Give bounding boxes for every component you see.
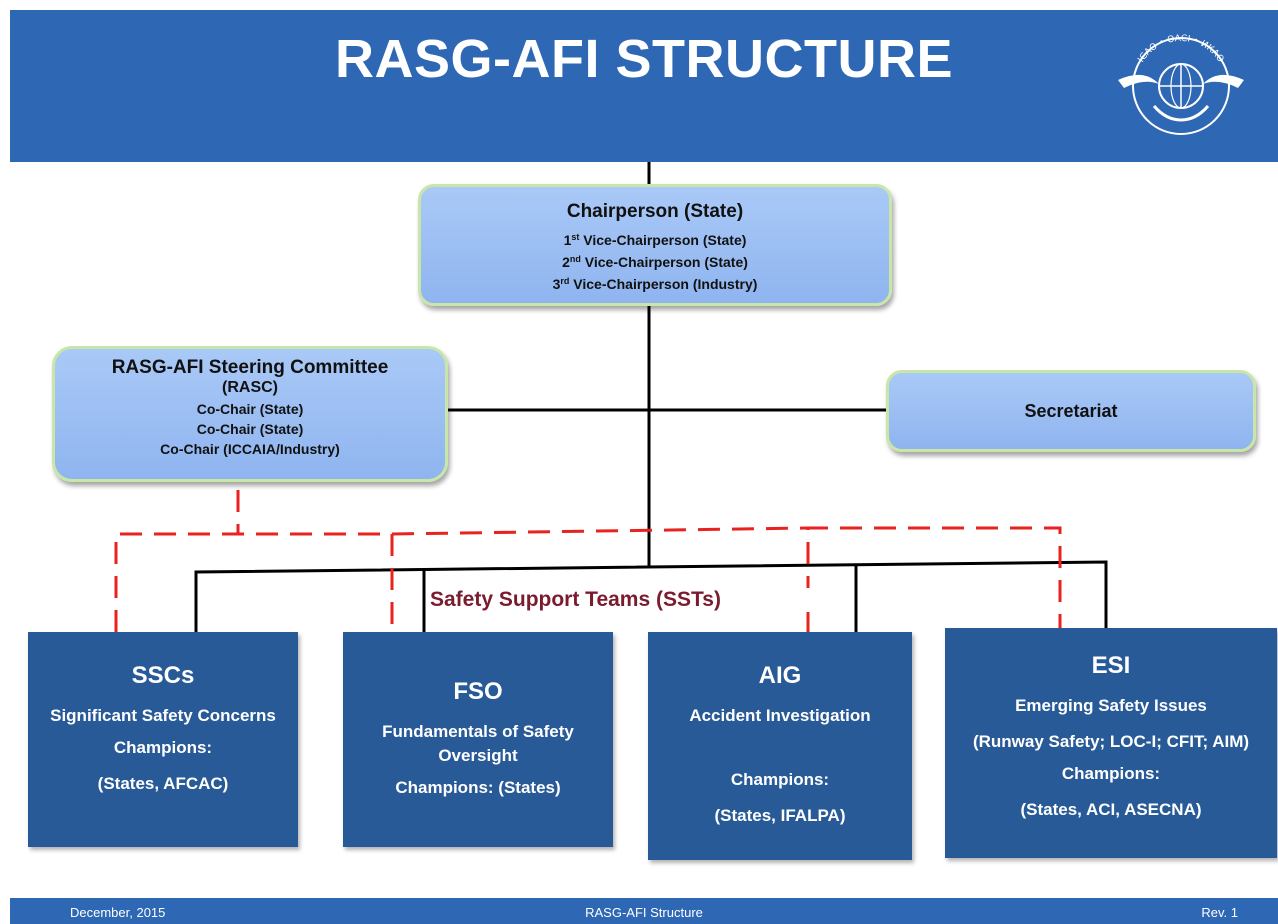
team-champions: Champions:	[1061, 764, 1161, 783]
team-box-esi: ESI Emerging Safety Issues (Runway Safet…	[945, 628, 1277, 858]
team-champions-list: (States, AFCAC)	[97, 774, 229, 793]
vice-chair-3: 3rd Vice-Chairperson (Industry)	[552, 276, 758, 292]
header-bar: RASG-AFI STRUCTURE ICAO • OACI • ИКАО	[10, 10, 1278, 162]
team-champions: Champions: (States)	[395, 778, 561, 797]
footer-title: RASG-AFI Structure	[585, 905, 703, 920]
co-chair-2: Co-Chair (State)	[196, 421, 304, 437]
team-title: Fundamentals of Safety Oversight	[382, 722, 574, 765]
team-champions: Champions:	[730, 770, 830, 789]
steering-committee-title: RASG-AFI Steering Committee	[111, 357, 389, 378]
secretariat-box: Secretariat	[886, 370, 1256, 452]
team-title: Emerging Safety Issues	[1015, 696, 1207, 715]
team-title: Significant Safety Concerns	[50, 706, 276, 725]
team-code: AIG	[758, 662, 802, 689]
connector-sst-bus	[194, 560, 1108, 632]
team-box-aig: AIG Accident Investigation Champions: (S…	[648, 632, 912, 860]
footer-revision: Rev. 1	[1201, 905, 1238, 920]
sst-label: Safety Support Teams (SSTs)	[430, 588, 810, 612]
co-chair-3: Co-Chair (ICCAIA/Industry)	[160, 441, 340, 457]
vice-chair-1: 1st Vice-Chairperson (State)	[563, 232, 747, 248]
vice-chair-2: 2nd Vice-Chairperson (State)	[562, 254, 748, 270]
team-box-fso: FSO Fundamentals of Safety Oversight Cha…	[343, 632, 613, 847]
team-box-sscs: SSCs Significant Safety Concerns Champio…	[28, 632, 298, 847]
team-code: ESI	[1091, 652, 1131, 679]
team-champions-list: (States, ACI, ASECNA)	[1020, 800, 1202, 819]
footer-bar: December, 2015 RASG-AFI Structure Rev. 1	[10, 898, 1278, 924]
steering-committee-abbr: (RASC)	[222, 379, 278, 396]
steering-committee-box: RASG-AFI Steering Committee (RASC) Co-Ch…	[52, 346, 448, 482]
page-title: RASG-AFI STRUCTURE	[335, 29, 953, 89]
team-champions: Champions:	[113, 738, 213, 757]
rasc-dashed-links	[114, 490, 1062, 632]
chairperson-box: Chairperson (State) 1st Vice-Chairperson…	[418, 184, 892, 306]
icao-emblem-icon: ICAO • OACI • ИКАО	[1118, 34, 1244, 135]
team-champions-list: (States, IFALPA)	[714, 806, 846, 825]
team-title: Accident Investigation	[689, 706, 871, 725]
secretariat-label: Secretariat	[1024, 400, 1118, 421]
footer-date: December, 2015	[70, 905, 166, 920]
co-chair-1: Co-Chair (State)	[196, 401, 304, 417]
team-scope: (Runway Safety; LOC-I; CFIT; AIM)	[972, 732, 1250, 751]
team-code: FSO	[453, 678, 503, 705]
chairperson-title: Chairperson (State)	[566, 201, 744, 222]
team-code: SSCs	[131, 662, 195, 689]
